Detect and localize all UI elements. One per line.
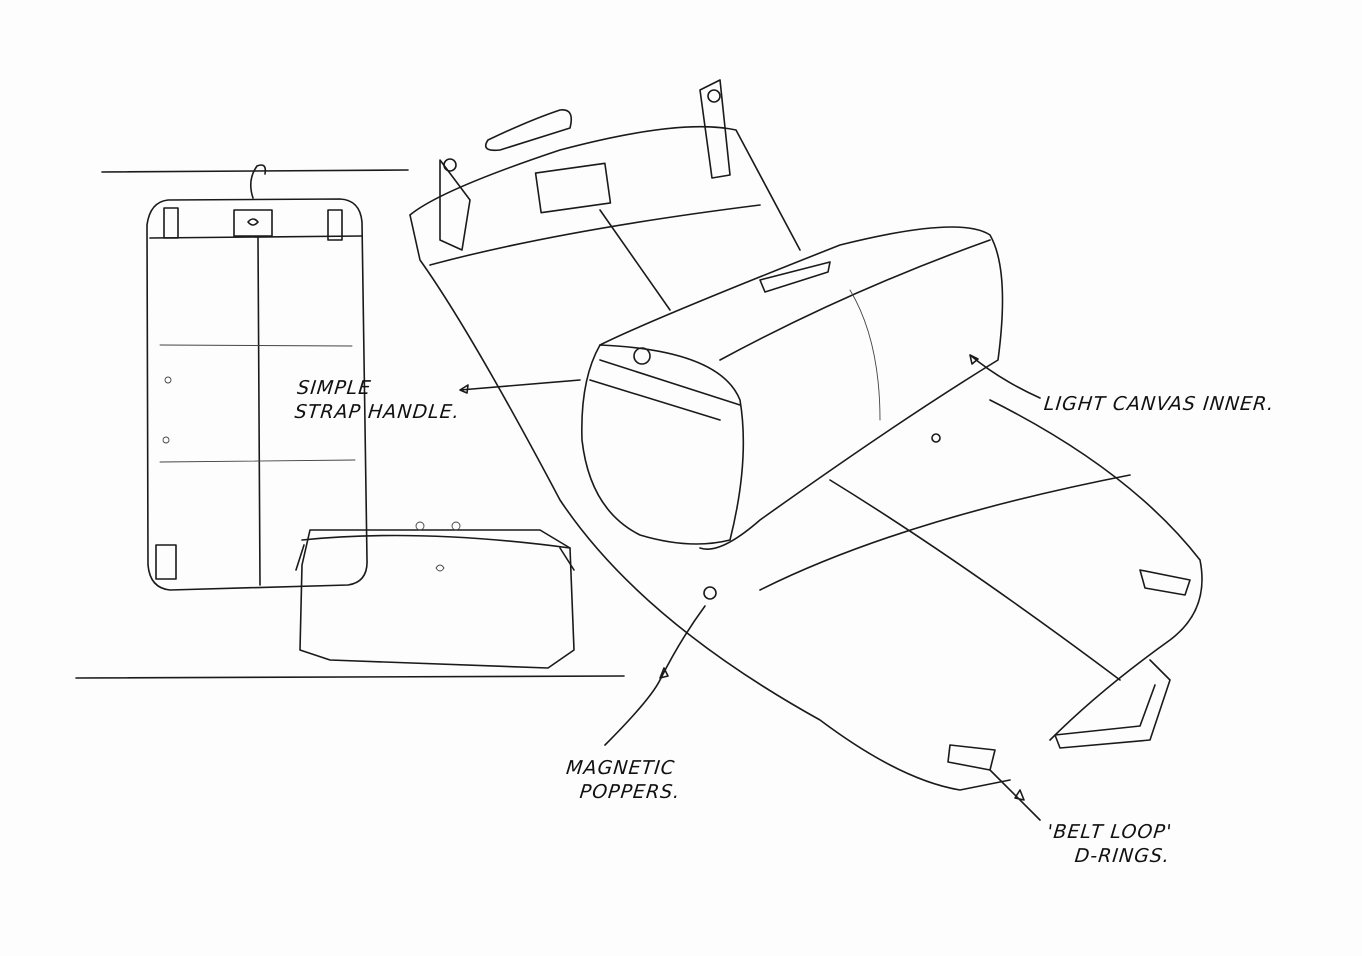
annotation-line: MAGNETIC bbox=[565, 757, 677, 779]
leader-magnetic-poppers bbox=[604, 605, 706, 746]
folded-bag-view bbox=[295, 521, 575, 669]
flat-bag-front-view bbox=[146, 164, 368, 591]
annotation-strap-handle: SIMPLE STRAP HANDLE. bbox=[293, 376, 463, 424]
open-bag-view bbox=[409, 79, 1203, 791]
annotation-line: SIMPLE bbox=[296, 377, 373, 399]
horizon-line-top bbox=[101, 169, 409, 173]
annotation-line: D-RINGS. bbox=[1073, 845, 1172, 867]
annotation-d-rings: 'BELT LOOP' D-RINGS. bbox=[1043, 820, 1173, 868]
leader-strap-handle bbox=[459, 379, 581, 394]
annotation-line: STRAP HANDLE. bbox=[293, 401, 462, 423]
annotation-line: POPPERS. bbox=[578, 781, 682, 803]
horizon-line-bottom bbox=[75, 675, 625, 679]
annotation-canvas-inner: LIGHT CANVAS INNER. bbox=[1042, 393, 1276, 415]
leader-d-rings bbox=[989, 769, 1041, 821]
annotation-magnetic-poppers: MAGNETIC POPPERS. bbox=[562, 756, 684, 804]
leader-canvas-inner bbox=[969, 354, 1041, 399]
annotation-line: 'BELT LOOP' bbox=[1046, 821, 1174, 843]
